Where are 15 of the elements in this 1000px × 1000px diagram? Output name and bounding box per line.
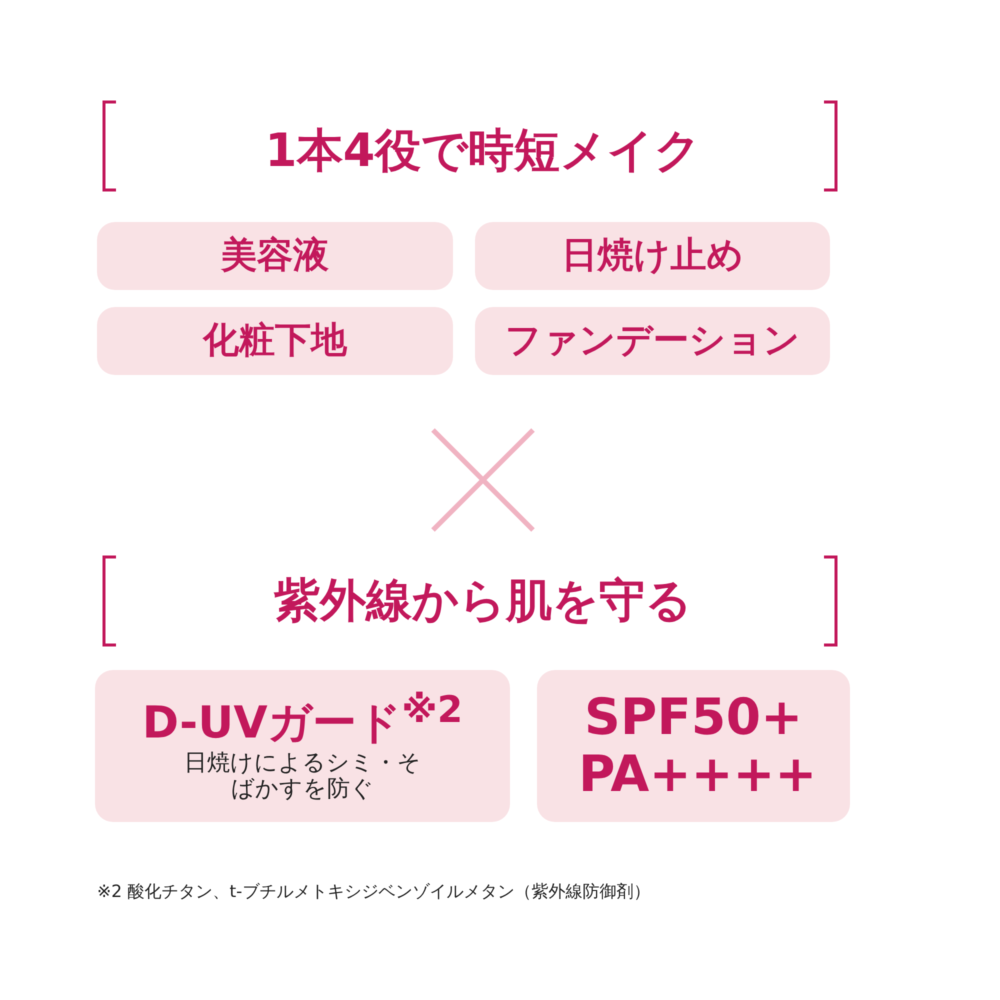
feature-title: 美容液 [221,235,329,277]
feature-description: 日焼けによるシミ・そばかすを防ぐ [183,750,422,803]
feature-box [475,222,830,290]
footnote: ※2 酸化チタン、t-ブチルメトキシジベンゾイルメタン（紫外線防御剤） [97,881,650,903]
feature-box [97,222,453,290]
section-heading: 紫外線から肌を守る [274,572,692,629]
feature-box [97,307,453,375]
feature-title: 日焼け止め [562,235,744,277]
section-heading: 1本4役で時短メイク [265,122,702,179]
feature-box [475,307,830,375]
feature-title: D-UVガード$^{※2}$ [142,689,463,750]
feature-title: ファンデーション [505,320,800,362]
feature-box [95,670,510,822]
feature-title: 化粧下地 [203,320,347,362]
feature-box [537,670,850,822]
